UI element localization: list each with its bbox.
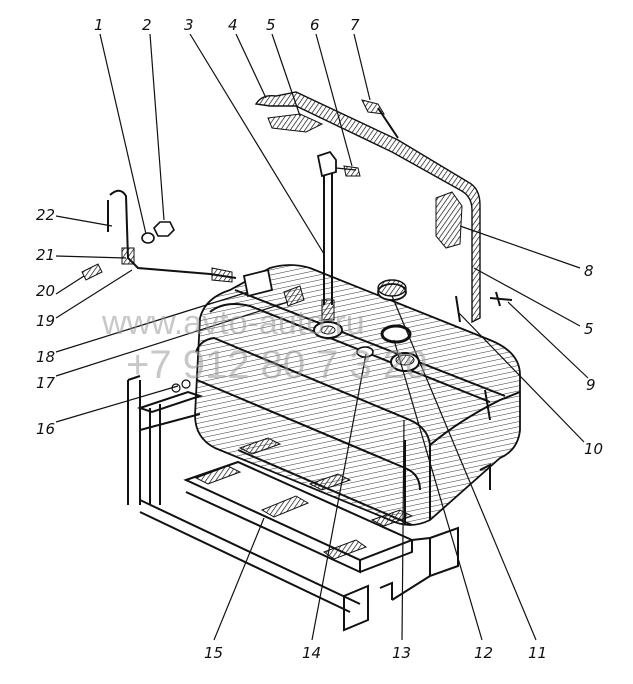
callout-17: 17 (36, 374, 56, 392)
watermark: www.avto-auto.ru +7 912 80 7 3 20 (101, 304, 427, 387)
callout-20: 20 (36, 282, 55, 300)
tank-strap (254, 91, 513, 324)
callout-11: 11 (528, 644, 547, 662)
callout-10: 10 (584, 440, 603, 458)
callout-15: 15 (204, 644, 223, 662)
callout-1: 1 (94, 16, 104, 34)
callout-18: 18 (36, 348, 55, 366)
callout-5: 5 (266, 16, 276, 34)
callout-labels: 1 2 3 4 5 6 7 8 5 9 10 11 12 13 14 15 16… (36, 16, 603, 662)
callout-16: 16 (36, 420, 55, 438)
fuel-pipe (81, 189, 305, 307)
callout-13: 13 (392, 644, 411, 662)
fuel-level-sensor (313, 150, 361, 339)
callout-7: 7 (350, 16, 360, 34)
leader-lines (55, 33, 589, 641)
callout-9: 9 (586, 376, 596, 394)
callout-6: 6 (310, 16, 320, 34)
callout-4: 4 (228, 16, 238, 34)
callout-12: 12 (474, 644, 493, 662)
callout-19: 19 (36, 312, 55, 330)
callout-2: 2 (142, 16, 152, 34)
watermark-site: www.avto-auto.ru (101, 304, 365, 342)
callout-21: 21 (36, 246, 55, 264)
watermark-phone: +7 912 80 7 3 20 (126, 343, 427, 387)
fuel-tank-body (194, 264, 521, 526)
callout-3: 3 (184, 16, 194, 34)
callout-14: 14 (302, 644, 321, 662)
callout-8: 8 (584, 262, 594, 280)
callout-22: 22 (36, 206, 55, 224)
callout-5b: 5 (584, 320, 594, 338)
filler-neck (356, 279, 420, 372)
